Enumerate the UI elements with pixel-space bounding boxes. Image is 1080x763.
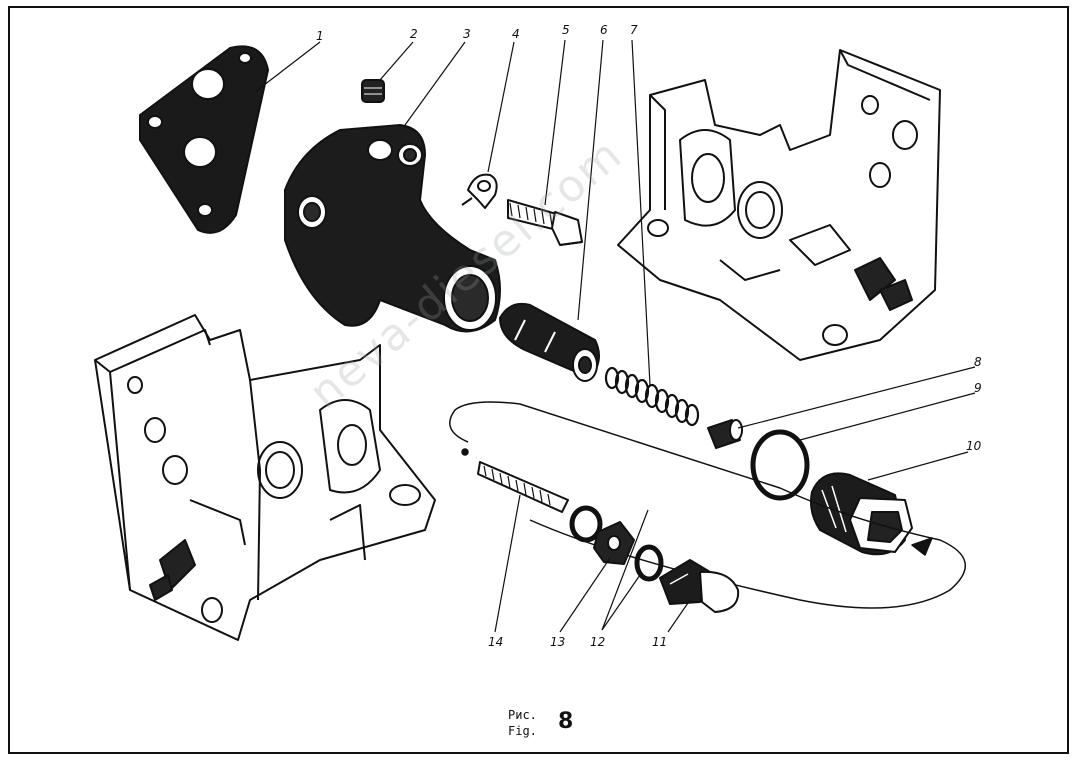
callout-10: 10 [966, 439, 982, 453]
lock-washer [461, 173, 498, 209]
caption-en: Fig. [508, 724, 537, 738]
valve-plunger [499, 302, 600, 382]
gasket [139, 45, 269, 234]
callout-11: 11 [652, 635, 668, 649]
caption-ru: Рис. [508, 708, 537, 722]
callout-14: 14 [488, 635, 504, 649]
figure-number: 8 [558, 709, 574, 734]
callout-4: 4 [512, 27, 520, 41]
o-ring [750, 429, 810, 501]
callout-7: 7 [630, 23, 638, 37]
bushing [707, 419, 743, 449]
crankcase-half-left [94, 314, 436, 641]
adjusting-screw [477, 461, 569, 513]
callout-9: 9 [974, 381, 982, 395]
callout-3: 3 [463, 27, 471, 41]
callout-8: 8 [974, 355, 982, 369]
valve-housing [284, 124, 501, 333]
spring [604, 366, 700, 427]
callout-6: 6 [600, 23, 608, 37]
hex-nut [593, 521, 635, 565]
drawing-frame [8, 6, 1069, 754]
callout-13: 13 [550, 635, 566, 649]
washers [569, 505, 664, 582]
callout-5: 5 [562, 23, 570, 37]
leader-lines [254, 39, 976, 633]
threaded-plug [810, 472, 913, 556]
plug [361, 79, 385, 103]
callout-12: 12 [590, 635, 606, 649]
callout-1: 1 [316, 29, 324, 43]
callout-2: 2 [410, 27, 418, 41]
bolt [507, 199, 583, 246]
cap-nut [659, 559, 740, 613]
crankcase-half-right [617, 49, 941, 361]
